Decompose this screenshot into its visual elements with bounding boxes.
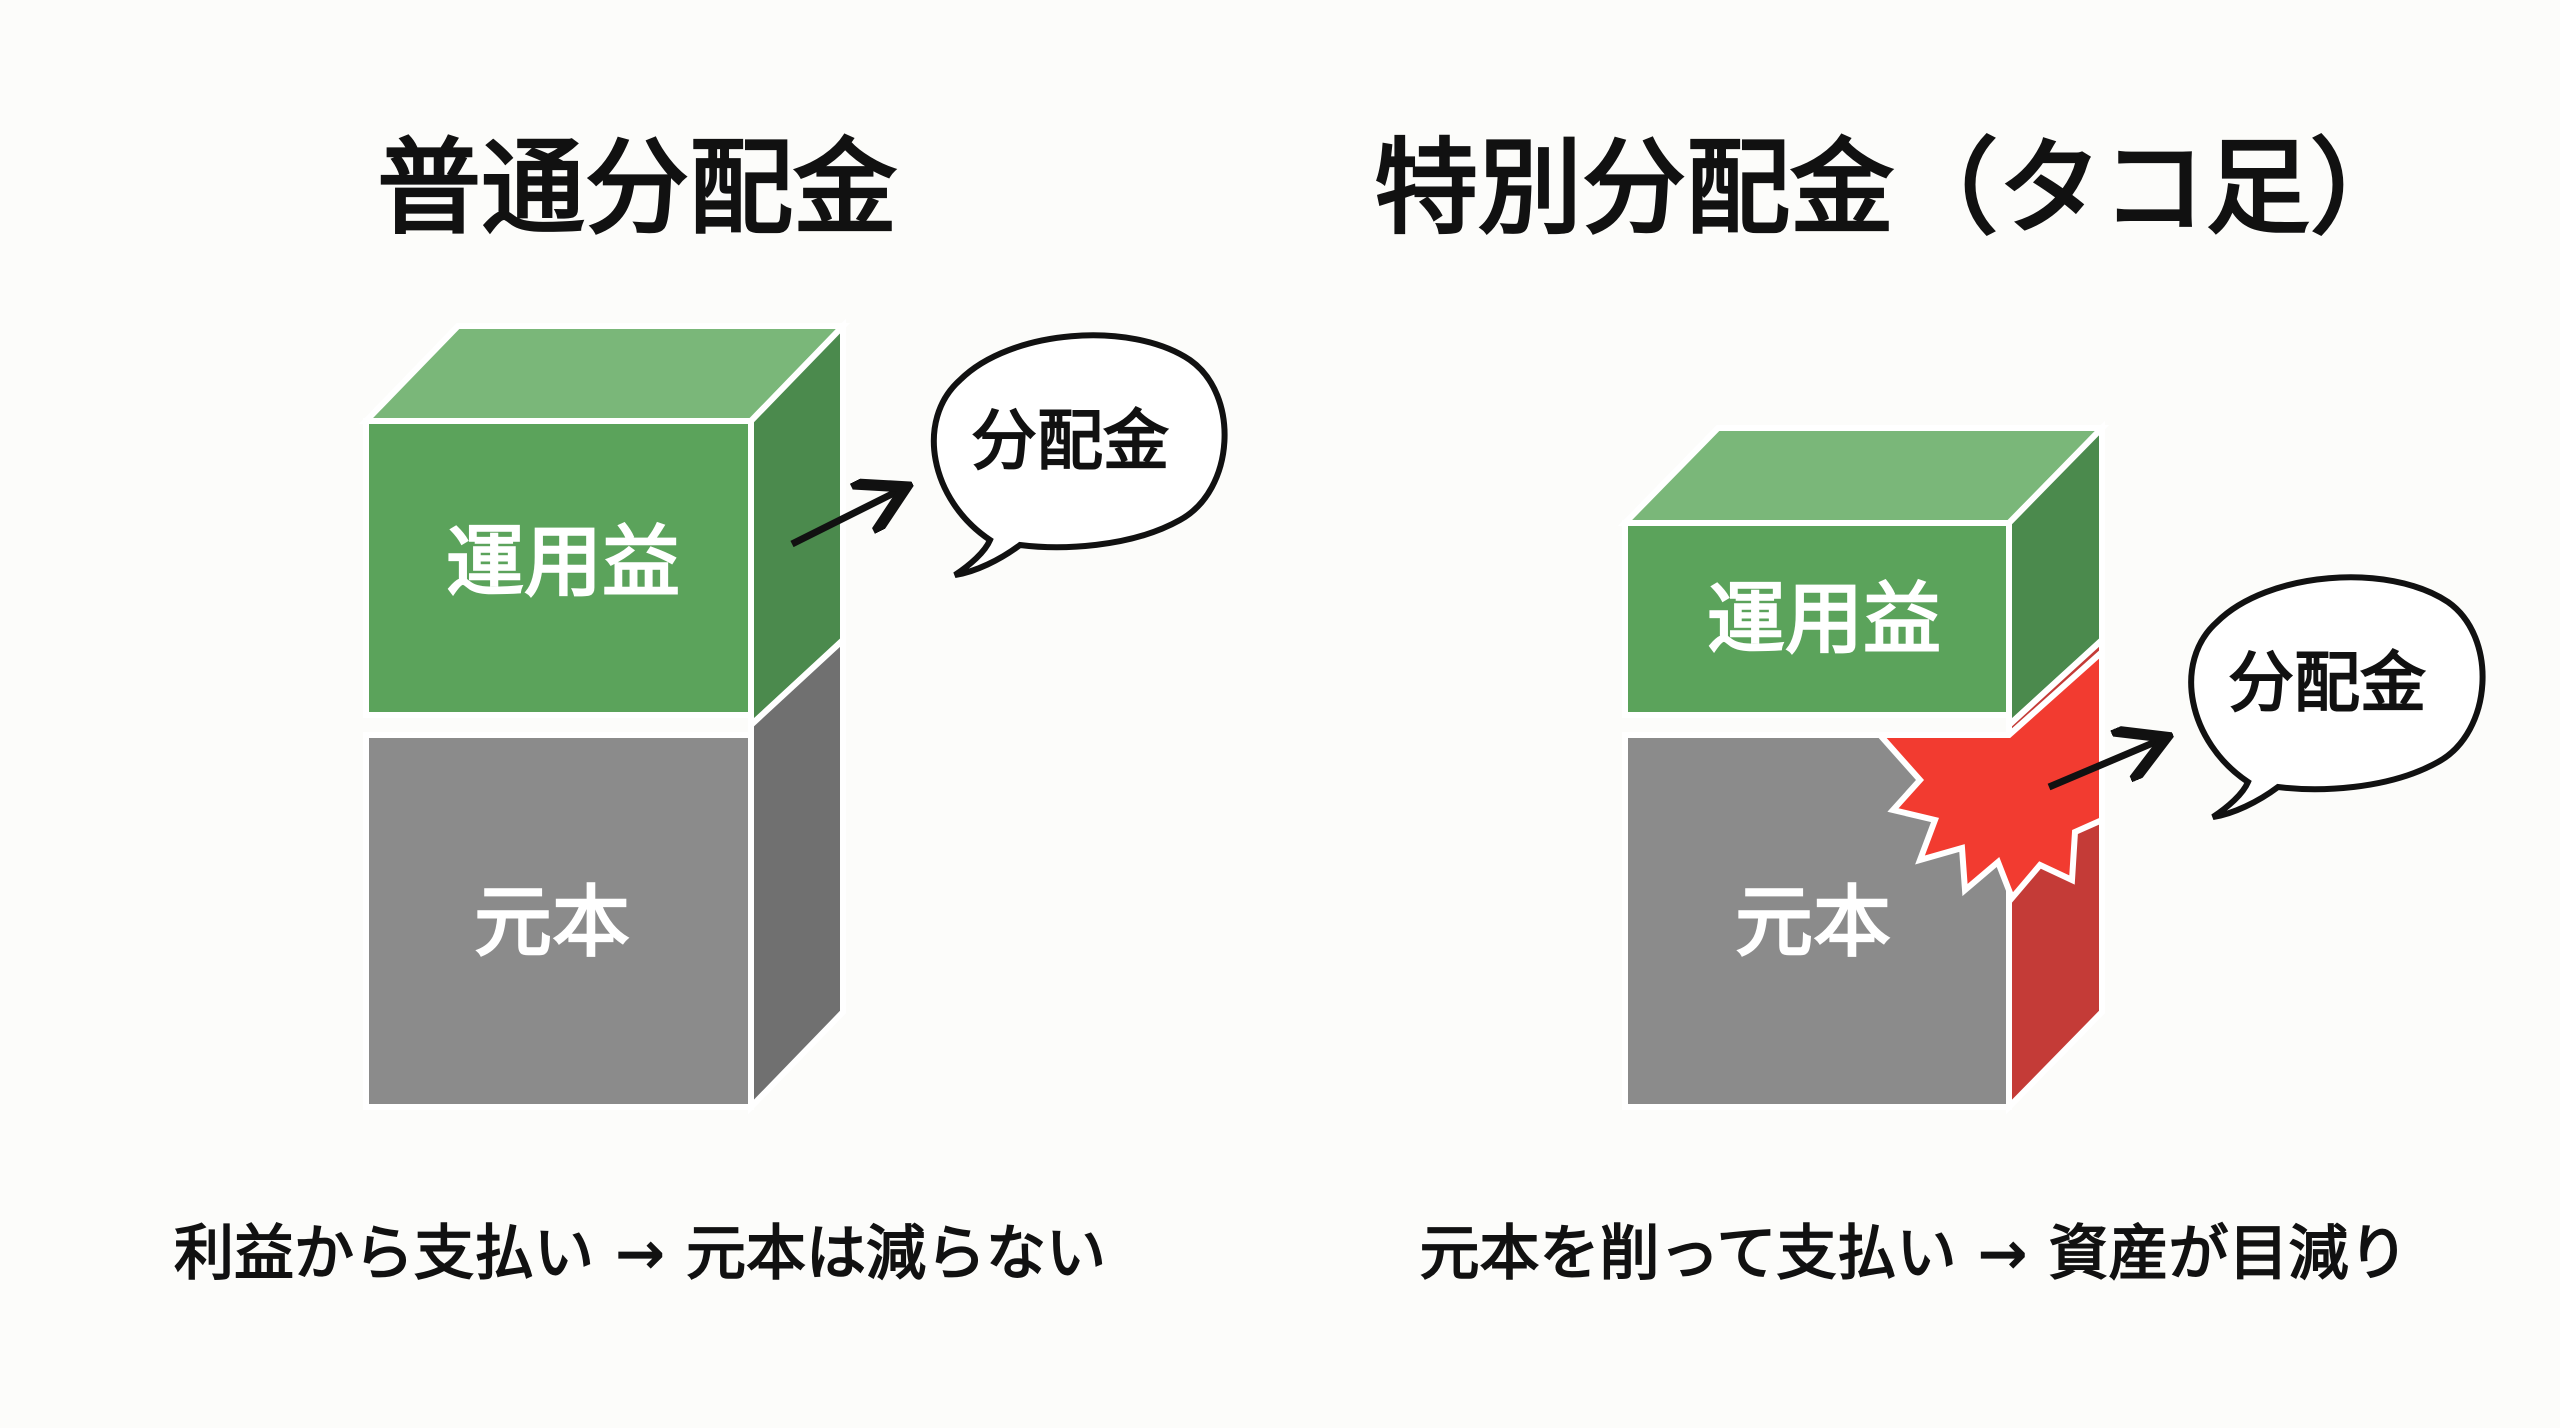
right-speech-bubble: 分配金 [2188,574,2486,820]
right-income-label: 運用益 [1707,575,1941,665]
left-principal-label: 元本 [474,878,630,968]
left-principal-block [363,732,754,1110]
right-income-block [1622,520,2012,718]
left-bubble-label: 分配金 [971,403,1170,480]
right-bubble-label: 分配金 [2228,645,2427,722]
left-side-gray [748,633,846,1115]
right-arrow-icon [2047,740,2160,791]
left-arrow-icon [790,490,900,548]
left-title: 普通分配金 [377,127,898,249]
erosion-burst-icon [1873,645,2105,904]
right-title: 特別分配金（タコ足） [1374,127,2414,249]
right-caption: 元本を削って支払い → 資産が目減り [1419,1219,2408,1289]
left-income-label: 運用益 [446,518,680,608]
left-stack: 運用益 元本 [358,318,851,1115]
left-speech-bubble: 分配金 [930,332,1228,578]
right-stack: 運用益 元本 [1617,420,2110,1115]
left-income-block [363,418,754,718]
right-principal-label: 元本 [1735,878,1891,968]
left-caption: 利益から支払い → 元本は減らない [174,1219,1106,1289]
